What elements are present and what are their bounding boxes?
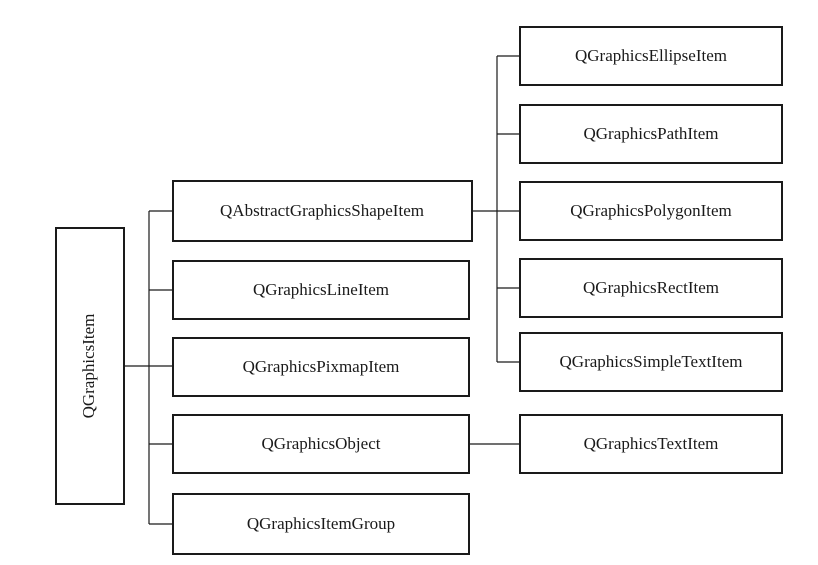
node-qgraphicsitem: QGraphicsItem — [55, 227, 125, 505]
node-label-rect-item: QGraphicsRectItem — [583, 278, 719, 297]
node-qgraphicslineitem: QGraphicsLineItem — [172, 260, 470, 320]
node-label-item-group: QGraphicsItemGroup — [247, 514, 395, 533]
node-label-text-item: QGraphicsTextItem — [584, 434, 719, 453]
node-label-simple-text-item: QGraphicsSimpleTextItem — [560, 352, 743, 371]
node-qgraphicsrectitem: QGraphicsRectItem — [519, 258, 783, 318]
node-qgraphicspolygonitem: QGraphicsPolygonItem — [519, 181, 783, 241]
node-label-pixmap-item: QGraphicsPixmapItem — [243, 357, 400, 376]
node-qgraphicspathitem: QGraphicsPathItem — [519, 104, 783, 164]
node-label-path-item: QGraphicsPathItem — [583, 124, 718, 143]
node-label-shape-item: QAbstractGraphicsShapeItem — [220, 201, 424, 220]
node-label-ellipse-item: QGraphicsEllipseItem — [575, 46, 727, 65]
node-qgraphicsellipseitem: QGraphicsEllipseItem — [519, 26, 783, 86]
node-qgraphicsitemgroup: QGraphicsItemGroup — [172, 493, 470, 555]
node-qgraphicsobject: QGraphicsObject — [172, 414, 470, 474]
node-qgraphicstextitem: QGraphicsTextItem — [519, 414, 783, 474]
node-label-polygon-item: QGraphicsPolygonItem — [570, 201, 731, 220]
node-label-root: QGraphicsItem — [79, 314, 98, 419]
node-label-line-item: QGraphicsLineItem — [253, 280, 389, 299]
node-qabstractgraphicsshapeitem: QAbstractGraphicsShapeItem — [172, 180, 473, 242]
node-qgraphicssimpletextitem: QGraphicsSimpleTextItem — [519, 332, 783, 392]
node-qgraphicspixmapitem: QGraphicsPixmapItem — [172, 337, 470, 397]
node-label-object: QGraphicsObject — [262, 434, 381, 453]
